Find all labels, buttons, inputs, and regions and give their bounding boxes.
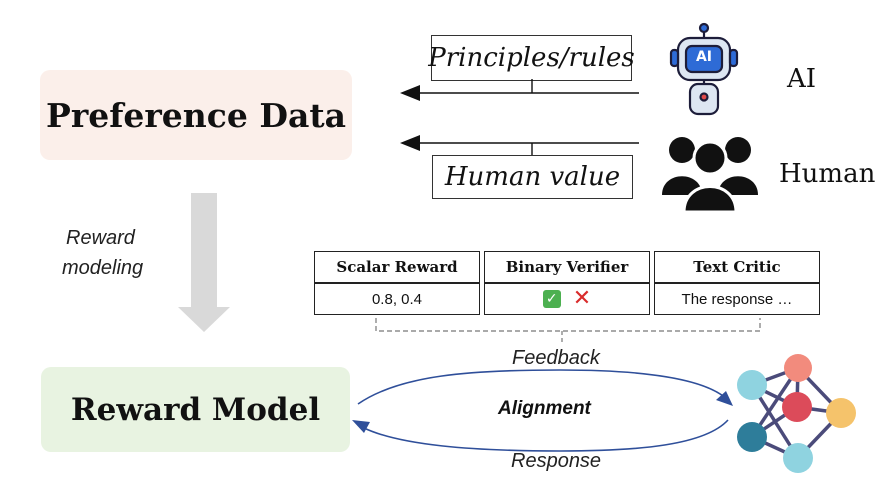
reward-modeling-line1: Reward xyxy=(66,227,135,249)
reward-model-box: Reward Model xyxy=(41,367,350,452)
text-critic-header: Text Critic xyxy=(654,251,820,283)
people-group-icon xyxy=(662,137,758,214)
human-label: Human xyxy=(779,159,876,189)
robot-icon xyxy=(669,22,739,116)
binary-verifier-header: Binary Verifier xyxy=(484,251,650,283)
feedback-table: Scalar Reward Binary Verifier Text Criti… xyxy=(310,251,824,315)
feedback-label: Feedback xyxy=(512,347,600,369)
text-critic-value: The response … xyxy=(654,283,820,315)
human-value-box: Human value xyxy=(432,155,633,199)
alignment-label: Alignment xyxy=(498,398,591,419)
binary-verifier-value: ✓✕ xyxy=(484,283,650,315)
response-label: Response xyxy=(511,450,602,472)
neural-network-icon xyxy=(737,354,856,473)
scalar-reward-value: 0.8, 0.4 xyxy=(314,283,480,315)
reward-model-label: Reward Model xyxy=(70,391,321,428)
check-mark-icon: ✓ xyxy=(542,290,561,309)
ai-label: AI xyxy=(787,64,817,94)
cross-mark-icon: ✕ xyxy=(572,286,592,312)
reward-modeling-arrow xyxy=(178,193,230,332)
robot-ai-badge: AI xyxy=(695,49,713,65)
human-value-label: Human value xyxy=(444,162,621,192)
human-input-arrow xyxy=(400,135,639,155)
principles-box: Principles/rules xyxy=(428,35,635,81)
scalar-reward-header: Scalar Reward xyxy=(314,251,480,283)
reward-modeling-line2: modeling xyxy=(62,257,144,279)
ai-input-arrow xyxy=(400,79,639,101)
principles-label: Principles/rules xyxy=(428,43,635,73)
feedback-brace xyxy=(375,318,761,344)
preference-data-box: Preference Data xyxy=(40,70,352,160)
alignment-cycle xyxy=(352,369,733,452)
preference-data-label: Preference Data xyxy=(46,95,346,135)
